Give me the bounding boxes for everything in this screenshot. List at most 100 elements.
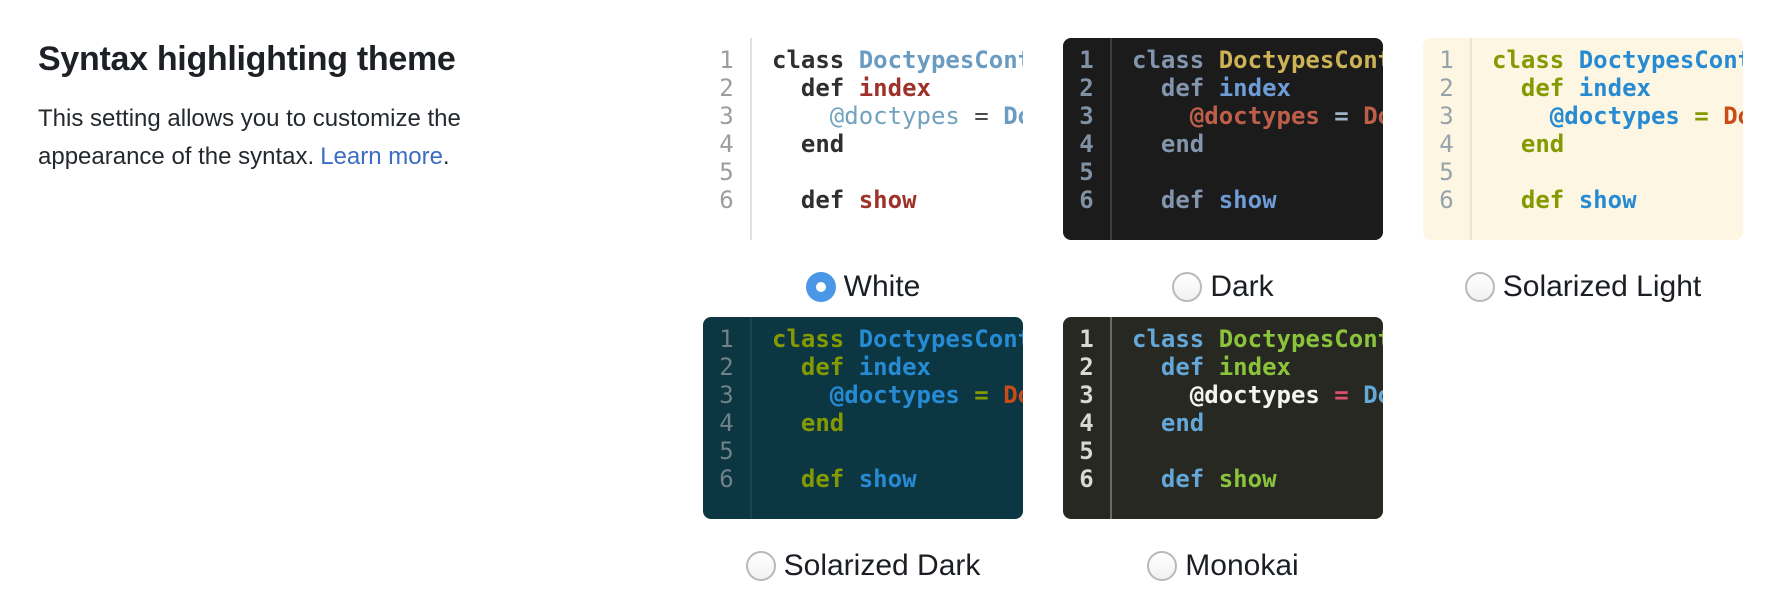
line-number: 3 [1439, 102, 1454, 130]
code-line: end [1132, 409, 1383, 437]
token-plain [844, 186, 858, 214]
line-number: 3 [1079, 381, 1094, 409]
token-plain [1320, 381, 1334, 409]
token-plain [1204, 74, 1218, 102]
code-line: end [772, 409, 1023, 437]
token-operator: = [1334, 102, 1349, 130]
description-line-1: This setting allows you to customize the [38, 105, 461, 132]
token-plain [772, 130, 801, 158]
token-plain [1492, 130, 1521, 158]
token-method: index [1218, 74, 1291, 102]
token-plain [960, 102, 974, 130]
token-operator: = [1694, 102, 1709, 130]
token-plain [772, 381, 830, 409]
line-number: 4 [1079, 409, 1094, 437]
theme-option-monokai[interactable]: Monokai [1063, 547, 1383, 585]
radio-unselected-icon[interactable] [1147, 551, 1178, 581]
radio-unselected-icon[interactable] [745, 551, 776, 581]
token-plain [1132, 465, 1161, 493]
token-plain [1132, 130, 1161, 158]
code-line: def index [1132, 74, 1383, 102]
token-keyword: def [1160, 465, 1205, 493]
token-keyword: class [1132, 325, 1205, 353]
theme-radio-label: Solarized Light [1502, 270, 1702, 303]
token-keyword: end [1520, 130, 1565, 158]
token-plain [772, 465, 801, 493]
code-line: def index [1132, 353, 1383, 381]
line-number: 6 [1079, 465, 1094, 493]
token-plain [772, 353, 801, 381]
token-constant: DoctypesCont [1218, 46, 1383, 74]
code-line [1132, 437, 1383, 465]
token-keyword: def [800, 465, 845, 493]
line-number: 1 [1079, 325, 1094, 353]
token-plain [1564, 186, 1578, 214]
token-constant: DoctypesCont [858, 325, 1023, 353]
token-constant2: Do [1363, 102, 1383, 130]
theme-option-white[interactable]: White [703, 268, 1023, 306]
code-line: def show [772, 186, 1023, 214]
token-constant2: Do [1723, 102, 1743, 130]
theme-option-solarized-dark[interactable]: Solarized Dark [703, 547, 1023, 585]
code-line: @doctypes = Do [1492, 102, 1743, 130]
token-plain [844, 325, 858, 353]
token-keyword: end [800, 130, 845, 158]
code-line: @doctypes = Do [772, 102, 1023, 130]
theme-radio-label: White [843, 270, 921, 303]
token-plain [772, 409, 801, 437]
token-plain [1492, 186, 1521, 214]
description-period: . [442, 143, 450, 170]
token-keyword: end [1160, 130, 1205, 158]
theme-option-dark[interactable]: Dark [1063, 268, 1383, 306]
token-method: index [858, 353, 931, 381]
line-number: 4 [719, 409, 734, 437]
token-keyword: def [800, 74, 845, 102]
token-plain [989, 381, 1003, 409]
token-plain [1492, 102, 1550, 130]
learn-more-link[interactable]: Learn more [320, 143, 443, 170]
code-line: end [1132, 130, 1383, 158]
line-number: 6 [719, 465, 734, 493]
code-line: class DoctypesCont [1492, 46, 1743, 74]
token-operator: = [1334, 381, 1349, 409]
token-plain [1492, 74, 1521, 102]
token-plain [844, 74, 858, 102]
token-constant: DoctypesCont [1578, 46, 1743, 74]
theme-radio-label: Solarized Dark [783, 549, 981, 582]
line-number: 2 [1079, 353, 1094, 381]
token-keyword: def [1160, 74, 1205, 102]
setting-description: This setting allows you to customize the… [38, 100, 543, 176]
theme-option-solarized-light[interactable]: Solarized Light [1423, 268, 1743, 306]
token-keyword: class [1492, 46, 1565, 74]
token-keyword: end [800, 409, 845, 437]
code-line: class DoctypesCont [1132, 46, 1383, 74]
token-constant2: Do [1003, 381, 1023, 409]
token-plain [1680, 102, 1694, 130]
token-keyword: def [800, 186, 845, 214]
token-method: show [858, 465, 917, 493]
line-number: 5 [719, 158, 734, 186]
radio-unselected-icon[interactable] [1172, 272, 1203, 302]
radio-selected-icon[interactable] [805, 272, 836, 302]
code-line: end [1492, 130, 1743, 158]
token-constant2: Do [1363, 381, 1383, 409]
line-number: 3 [1079, 102, 1094, 130]
token-ivar: @doctypes [1189, 381, 1320, 409]
token-plain [1132, 102, 1190, 130]
token-plain [1349, 102, 1363, 130]
radio-unselected-icon[interactable] [1464, 272, 1495, 302]
token-operator: = [974, 381, 989, 409]
line-number: 2 [1079, 74, 1094, 102]
line-number: 4 [719, 130, 734, 158]
token-plain [1204, 46, 1218, 74]
code-line: def index [1492, 74, 1743, 102]
line-number: 2 [719, 353, 734, 381]
code-line: def show [1492, 186, 1743, 214]
token-plain [960, 381, 974, 409]
